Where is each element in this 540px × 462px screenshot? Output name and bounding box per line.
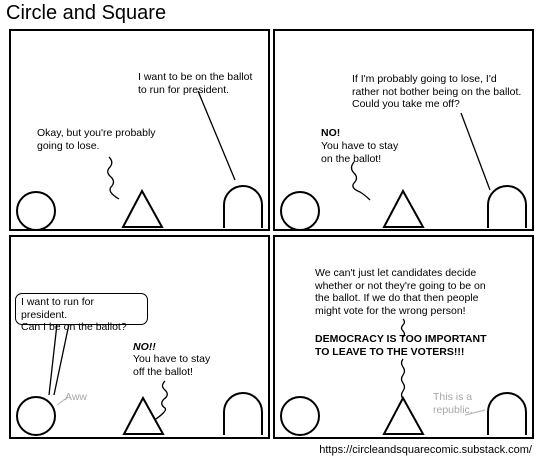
circle-character xyxy=(280,396,320,436)
triangle-character xyxy=(121,188,164,228)
square-speech-tail xyxy=(197,90,236,181)
triangle-speech-tail xyxy=(350,161,371,201)
panel-3: I want to run for president. Can I be on… xyxy=(9,235,270,439)
square-dialogue: If I'm probably going to lose, I'd rathe… xyxy=(352,73,522,110)
circle-character xyxy=(16,191,56,229)
triangle-dialogue: We can't just let candidates decide whet… xyxy=(315,267,486,317)
shout-speech-tail xyxy=(400,358,406,400)
triangle-dialogue: You have to stay on the ballot! xyxy=(321,140,399,165)
square-dialogue: I want to be on the ballot to run for pr… xyxy=(138,71,253,96)
triangle-character xyxy=(122,395,165,435)
circle-character xyxy=(280,191,320,229)
triangle-dialogue: Okay, but you're probably going to lose. xyxy=(37,127,156,152)
triangle-dialogue: You have to stay off the ballot! xyxy=(133,353,211,378)
comic-title: Circle and Square xyxy=(6,2,167,24)
panel-4-drawing xyxy=(280,318,527,436)
square-character xyxy=(487,392,527,435)
square-speech-tail xyxy=(460,112,491,191)
square-character xyxy=(223,185,263,228)
panel-2-drawing xyxy=(280,112,527,229)
circle-aside: Aww xyxy=(65,391,87,403)
panel-1-drawing xyxy=(16,90,263,229)
triangle-exclaim: NO! xyxy=(321,127,341,139)
square-character xyxy=(487,185,527,228)
triangle-speech-tail xyxy=(107,156,120,200)
circle-character xyxy=(16,396,56,436)
panel-3-drawing xyxy=(16,323,263,436)
top-speech-tail xyxy=(400,318,406,338)
triangle-character xyxy=(382,395,425,435)
aside-line xyxy=(464,409,486,416)
triangle-character xyxy=(382,188,425,228)
circle-speech-tail xyxy=(48,323,70,396)
triangle-exclaim: NO!! xyxy=(133,341,156,353)
square-aside: This is a republic. xyxy=(433,391,473,416)
panel-4: We can't just let candidates decide whet… xyxy=(273,235,534,439)
comic-url: https://circleandsquarecomic.substack.co… xyxy=(319,444,532,456)
panel-2: If I'm probably going to lose, I'd rathe… xyxy=(273,29,534,231)
square-character xyxy=(223,392,263,435)
aside-line xyxy=(56,396,69,406)
triangle-shout: DEMOCRACY IS TOO IMPORTANT TO LEAVE TO T… xyxy=(315,333,487,358)
panel-1: I want to be on the ballot to run for pr… xyxy=(9,29,270,231)
circle-speech-bubble: I want to run for president. Can I be on… xyxy=(15,293,148,333)
triangle-speech-tail xyxy=(152,380,168,422)
